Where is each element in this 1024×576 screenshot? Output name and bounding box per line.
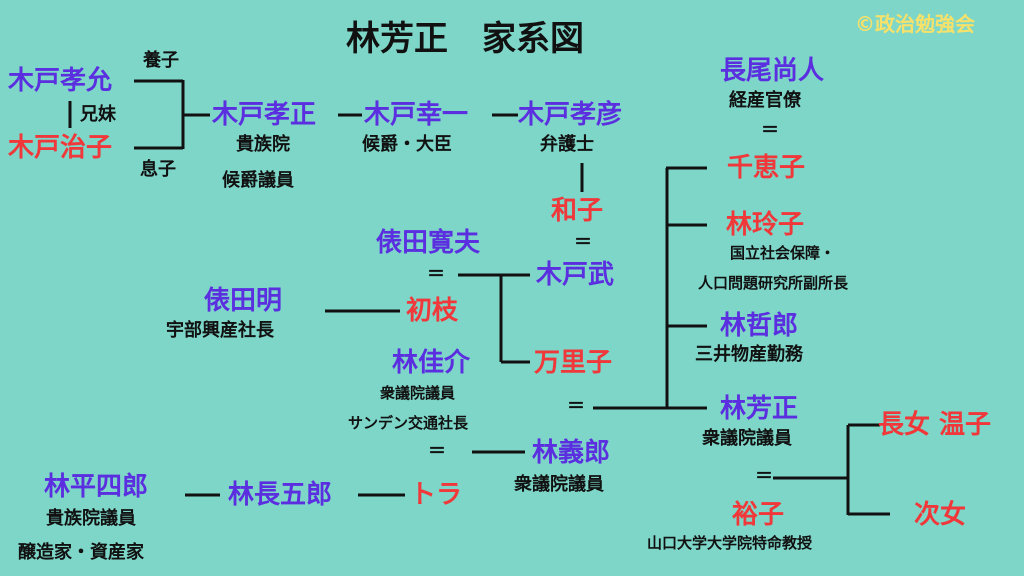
marriage-symbol: ＝ — [574, 232, 592, 253]
marriage-symbol: ＝ — [761, 120, 779, 141]
person-kido-koichi: 木戸幸一 — [364, 100, 469, 130]
person-second-daughter: 次女 — [914, 500, 967, 530]
relation-son: 息子 — [140, 159, 176, 180]
person-hayashi-yoshiro: 林義郎 — [532, 438, 611, 468]
person-tawarada-hiroo: 俵田寛夫 — [376, 228, 481, 258]
person-kido-takeshi: 木戸武 — [536, 260, 615, 290]
person-hayashi-heishiro-role1: 貴族院議員 — [46, 508, 136, 529]
person-hayashi-yoshiro-role: 衆議院議員 — [514, 474, 604, 495]
person-nagao-naoto-role: 経産官僚 — [729, 90, 801, 111]
person-kido-koichi-role: 候爵・大臣 — [362, 134, 452, 155]
person-hayashi-reiko: 林玲子 — [726, 210, 805, 240]
person-hayashi-tetsuro-role: 三井物産勤務 — [695, 344, 803, 365]
relation-adopted: 養子 — [143, 50, 179, 71]
page-title: 林芳正 家系図 — [346, 19, 584, 59]
marriage-symbol: ＝ — [427, 264, 445, 285]
marriage-symbol: ＝ — [428, 441, 446, 462]
person-nagao-naoto: 長尾尚人 — [720, 56, 825, 86]
relation-siblings: 兄妹 — [80, 104, 116, 125]
person-kido-takamasa-role2: 候爵議員 — [222, 170, 294, 191]
person-eldest-daughter: 長女 温子 — [878, 410, 992, 440]
person-hayashi-yoshimasa: 林芳正 — [720, 394, 799, 424]
person-yuko: 裕子 — [732, 500, 785, 530]
person-hayashi-yoshisuke: 林佳介 — [392, 348, 471, 378]
person-hayashi-yoshisuke-role2: サンデン交通社長 — [348, 414, 469, 432]
marriage-symbol: ＝ — [755, 466, 773, 487]
person-tawarada-akira-role: 宇部興産社長 — [166, 320, 274, 341]
person-kido-takamasa-role1: 貴族院 — [236, 134, 290, 155]
person-hatsue: 初枝 — [406, 296, 459, 326]
person-tora: トラ — [410, 480, 463, 510]
credit-label: ©政治勉強会 — [855, 12, 975, 36]
person-tawarada-akira: 俵田明 — [204, 286, 283, 316]
person-kido-takayoshi: 木戸孝允 — [8, 66, 113, 96]
person-mariko: 万里子 — [534, 348, 613, 378]
person-hayashi-tetsuro: 林哲郎 — [720, 311, 799, 341]
person-hayashi-reiko-role2: 人口問題研究所副所長 — [698, 274, 849, 292]
person-kido-takamasa: 木戸孝正 — [212, 100, 317, 130]
person-kazuko: 和子 — [551, 196, 604, 226]
marriage-symbol: ＝ — [567, 396, 585, 417]
person-chieko: 千恵子 — [727, 153, 806, 183]
person-hayashi-heishiro-role2: 醸造家・資産家 — [18, 542, 144, 563]
person-hayashi-reiko-role1: 国立社会保障・ — [730, 244, 836, 262]
person-hayashi-yoshisuke-role1: 衆議院議員 — [380, 384, 456, 402]
person-hayashi-yoshimasa-role: 衆議院議員 — [702, 428, 792, 449]
person-kido-takahiko-role: 弁護士 — [540, 134, 594, 155]
person-kido-takahiko: 木戸孝彦 — [518, 100, 623, 130]
person-yuko-role: 山口大学大学院特命教授 — [647, 534, 813, 552]
person-hayashi-chogoro: 林長五郎 — [228, 480, 333, 510]
person-kido-haruko: 木戸治子 — [8, 133, 113, 163]
person-hayashi-heishiro: 林平四郎 — [44, 472, 149, 502]
